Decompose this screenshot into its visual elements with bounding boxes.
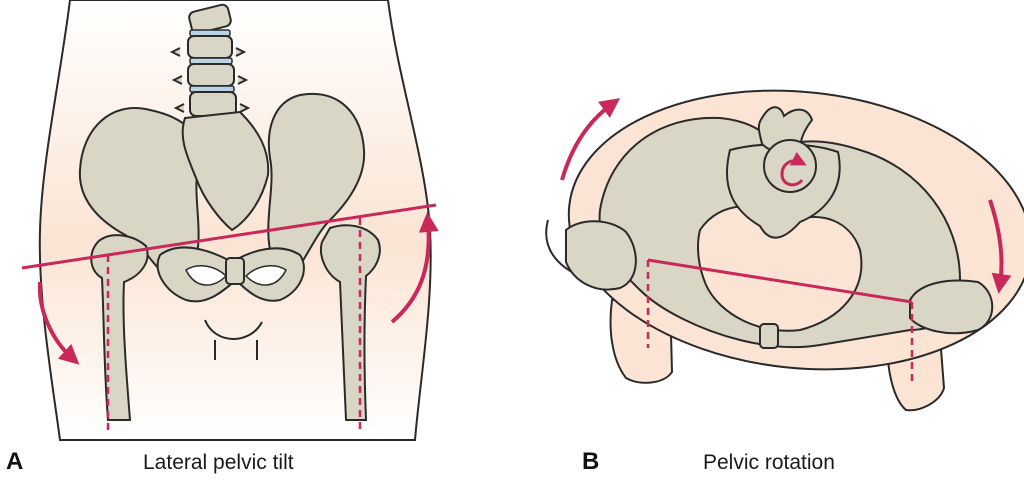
- right-femur: [320, 224, 381, 421]
- left-femoral-head: [565, 220, 637, 291]
- curved-arrow-counterclockwise-icon: [988, 199, 1012, 294]
- curved-arrow-clockwise-icon: [560, 98, 621, 181]
- panel-a-letter: A: [6, 448, 24, 475]
- pelvic-tilt-line: [21, 203, 437, 270]
- panel-b-caption: Pelvic rotation: [703, 451, 835, 474]
- panel-b-letter: B: [582, 448, 600, 475]
- curved-arrow-down-left-icon: [37, 281, 80, 365]
- panel-a-caption: Lateral pelvic tilt: [143, 451, 294, 474]
- panel-a-drawing: [21, 0, 439, 441]
- right-ilium: [267, 92, 366, 264]
- panel-b-drawing: [545, 89, 1024, 412]
- curved-arrow-up-right-icon: [390, 212, 439, 324]
- sacrum: [181, 110, 270, 232]
- pelvic-rotation-line: [647, 258, 913, 304]
- gluteal-crease: [204, 319, 263, 340]
- lumbar-spine: [169, 3, 251, 123]
- right-femoral-head: [909, 279, 994, 335]
- left-femur: [90, 234, 149, 421]
- vertebra-rotation-arrow-icon: [780, 151, 807, 187]
